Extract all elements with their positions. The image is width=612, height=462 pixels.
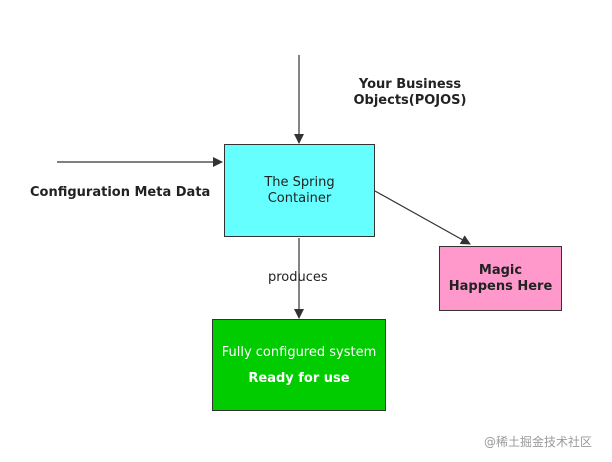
watermark: @稀土掘金技术社区 bbox=[484, 435, 593, 449]
configured-system-text: Fully configured system bbox=[221, 345, 377, 360]
configured-system-node: Fully configured system Ready for use bbox=[212, 319, 386, 411]
ready-for-use-text: Ready for use bbox=[248, 371, 350, 386]
arrow-container-to-magic bbox=[374, 190, 471, 245]
spring-container-node: The Spring Container bbox=[224, 144, 375, 237]
magic-text: Magic Happens Here bbox=[448, 262, 553, 294]
produces-label: produces bbox=[268, 270, 328, 285]
business-objects-label: Your Business Objects(POJOS) bbox=[353, 77, 467, 108]
magic-node: Magic Happens Here bbox=[439, 246, 562, 311]
spring-container-text: The Spring Container bbox=[264, 174, 335, 206]
configuration-metadata-label: Configuration Meta Data bbox=[30, 185, 211, 200]
